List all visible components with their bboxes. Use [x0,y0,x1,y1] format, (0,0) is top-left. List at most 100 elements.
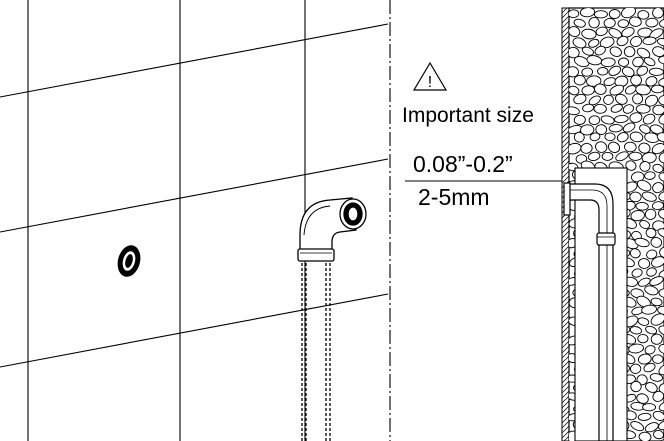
stone [629,326,642,335]
stone [639,161,651,172]
stone [657,228,664,239]
stone [604,132,616,142]
warning-triangle-icon: ! [412,61,448,91]
stone [630,36,643,47]
stone [608,124,623,133]
stone [609,46,622,57]
stone [653,430,664,440]
grout-line-sloped [0,158,388,233]
stone [637,353,652,365]
stone [569,85,580,96]
stone [638,431,652,441]
stone [637,277,651,287]
stone [634,237,650,248]
stone [593,10,608,19]
stone [650,297,663,307]
stone [573,131,585,143]
stone [635,104,651,114]
stone [588,17,600,29]
stone [586,75,602,87]
stone [608,9,621,19]
stone [658,113,664,125]
stone [649,276,664,286]
stone-wall-section [568,7,664,441]
stone [573,74,586,86]
stone [616,35,629,47]
stone [629,131,644,143]
stone [658,288,664,298]
stone [645,382,658,393]
grout-line-sloped [0,293,388,368]
wall-hole [117,245,141,277]
stone [643,362,656,373]
stone [603,17,616,29]
gap-dimension: 0.08”-0.2” 2-5mm [405,151,574,210]
stone [644,94,659,107]
stone [658,401,664,412]
stone [608,65,622,76]
stone [630,288,645,299]
stone [638,258,651,269]
stone [652,104,664,116]
stone [601,151,614,161]
stone [625,160,637,171]
stone [642,113,656,125]
stone [639,124,651,134]
stone [650,333,663,345]
stone [644,285,659,296]
stone [645,76,658,87]
stone [573,93,587,105]
stone [644,171,656,180]
elbow-pipe-section [563,182,616,441]
stone [646,267,657,277]
stone [658,325,664,336]
stone [628,343,645,354]
stone [635,201,649,211]
warning-callout: ! Important size [402,61,534,127]
stone [615,93,628,105]
stone [646,249,658,260]
stone [580,143,593,154]
stone [642,36,657,45]
stone [621,8,636,19]
stone [587,151,601,162]
stone [641,191,657,202]
stone [635,84,651,96]
warning-label: Important size [402,104,534,127]
stone [637,10,650,20]
stone [652,182,664,194]
stone [651,256,664,268]
stone [616,132,629,143]
stone [636,65,649,76]
stone [645,325,658,335]
stone [629,191,642,203]
stone [642,403,657,412]
stone [613,114,629,124]
stone [617,19,630,28]
stone [649,124,664,135]
stone [581,67,594,77]
stone [621,66,635,78]
stone [572,37,587,49]
stone [643,57,656,67]
stone [622,122,636,133]
stone [630,210,645,222]
stone [569,66,579,78]
elbow-pipe-front [297,197,367,441]
stone [636,47,651,59]
stone [593,83,607,95]
stone [623,141,637,153]
stone [597,67,609,76]
stone [658,420,664,431]
stone [650,84,664,94]
stone [631,268,643,278]
stone [569,26,581,38]
stone [641,304,658,315]
stone [632,56,644,68]
stone [589,132,601,142]
stone [637,333,649,344]
stone [623,46,636,58]
stone [628,16,642,27]
stone [579,8,596,18]
